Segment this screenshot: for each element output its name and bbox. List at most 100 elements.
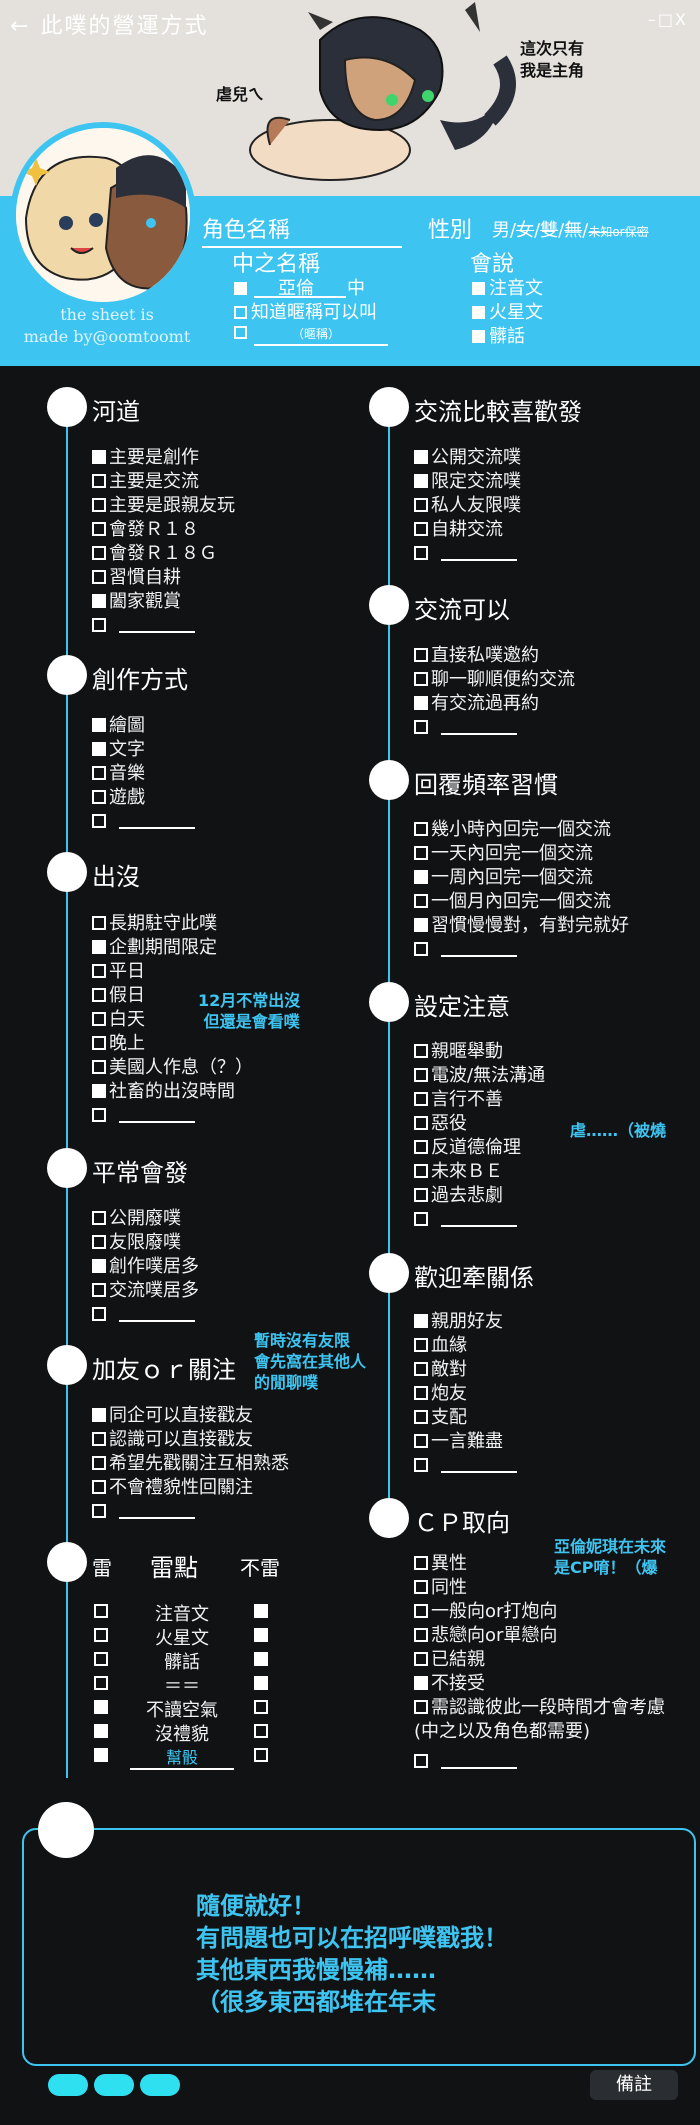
blank-option[interactable] [414,1454,517,1478]
checkbox[interactable] [92,1432,106,1446]
checkbox[interactable] [414,1068,428,1082]
checkbox[interactable] [92,1307,106,1321]
checkbox-option[interactable]: 直接私噗邀約 [414,644,539,668]
blank-line[interactable] [119,813,195,829]
checkbox[interactable] [414,1140,428,1154]
checkbox[interactable] [414,1338,428,1352]
cv-nickname-checkbox[interactable] [234,306,247,319]
checkbox-option[interactable]: 未來ＢＥ [414,1160,503,1184]
thunder-mine-checkbox[interactable] [94,1700,108,1714]
checkbox[interactable] [92,1408,106,1422]
checkbox[interactable] [92,450,106,464]
checkbox[interactable] [92,814,106,828]
checkbox[interactable] [92,498,106,512]
checkbox-option[interactable]: 習慣慢慢對，有對完就好 [414,914,629,938]
thunder-mine-checkbox[interactable] [94,1676,108,1690]
cv-nickname-row[interactable]: 知道暱稱可以叫 [234,298,377,324]
blank-line[interactable] [441,1753,517,1769]
speech-option[interactable]: 火星文 [472,298,543,324]
cv-name-row[interactable]: 亞倫中 [234,274,365,300]
thunder-ok-checkbox[interactable] [254,1700,268,1714]
blank-line[interactable] [441,719,517,735]
checkbox[interactable] [414,1410,428,1424]
checkbox-option[interactable]: 親暱舉動 [414,1040,503,1064]
checkbox-option[interactable]: 言行不善 [414,1088,503,1112]
cv-nickname-field-row[interactable]: （暱稱） [234,322,381,343]
thunder-ok-checkbox[interactable] [254,1604,268,1618]
checkbox[interactable] [414,1116,428,1130]
checkbox[interactable] [414,696,428,710]
checkbox-option[interactable]: 炮友 [414,1382,467,1406]
checkbox[interactable] [92,742,106,756]
checkbox[interactable] [414,1362,428,1376]
checkbox-option[interactable]: 私人友限噗 [414,494,521,518]
checkbox[interactable] [414,1556,428,1570]
blank-line[interactable] [441,545,517,561]
checkbox-option[interactable]: 主要是交流 [92,470,199,494]
cv-nickname-field-checkbox[interactable] [234,326,247,339]
checkbox[interactable] [92,790,106,804]
checkbox-option[interactable]: 需認識彼此一段時間才會考慮 [414,1696,665,1720]
checkbox-option[interactable]: 限定交流噗 [414,470,521,494]
checkbox-option[interactable]: 血緣 [414,1334,467,1358]
page-indicator[interactable] [48,2074,88,2096]
checkbox-option[interactable]: 主要是創作 [92,446,199,470]
checkbox[interactable] [414,918,428,932]
checkbox[interactable] [414,1700,428,1714]
checkbox[interactable] [414,1676,428,1690]
checkbox-option[interactable]: 長期駐守此噗 [92,912,217,936]
checkbox[interactable] [92,1108,106,1122]
checkbox[interactable] [414,522,428,536]
blank-line[interactable] [441,1457,517,1473]
checkbox-option[interactable]: 友限廢噗 [92,1231,181,1255]
blank-line[interactable] [119,1306,195,1322]
checkbox-option[interactable]: 電波/無法溝通 [414,1064,545,1088]
checkbox[interactable] [414,498,428,512]
checkbox-option[interactable]: 自耕交流 [414,518,503,542]
checkbox[interactable] [92,1036,106,1050]
checkbox[interactable] [414,1314,428,1328]
thunder-ok-checkbox[interactable] [254,1676,268,1690]
checkbox[interactable] [92,618,106,632]
checkbox-option[interactable]: 有交流過再約 [414,692,539,716]
checkbox[interactable] [414,1458,428,1472]
checkbox[interactable] [414,846,428,860]
cv-name-checkbox[interactable] [234,282,247,295]
checkbox-option[interactable]: 遊戲 [92,786,145,810]
blank-option[interactable] [414,1750,517,1774]
blank-option[interactable] [414,716,517,740]
checkbox-option[interactable]: 一周內回完一個交流 [414,866,593,890]
checkbox[interactable] [414,1652,428,1666]
speech-checkbox[interactable] [472,330,485,343]
blank-line[interactable] [441,941,517,957]
checkbox-option[interactable]: 交流噗居多 [92,1279,199,1303]
checkbox-option[interactable]: 晚上 [92,1032,145,1056]
checkbox-option[interactable]: 異性 [414,1552,467,1576]
checkbox-option[interactable]: 已結親 [414,1648,485,1672]
thunder-ok-checkbox[interactable] [254,1628,268,1642]
checkbox[interactable] [414,1044,428,1058]
checkbox[interactable] [414,894,428,908]
checkbox-option[interactable]: 幾小時內回完一個交流 [414,818,611,842]
thunder-mine-checkbox[interactable] [94,1604,108,1618]
checkbox-option[interactable]: 企劃期間限定 [92,936,217,960]
page-indicator[interactable] [94,2074,134,2096]
checkbox-option[interactable]: 聊一聊順便約交流 [414,668,575,692]
checkbox-option[interactable]: 同企可以直接戳友 [92,1404,253,1428]
checkbox[interactable] [92,916,106,930]
checkbox-option[interactable]: 會發Ｒ１８ [92,518,199,542]
checkbox[interactable] [92,766,106,780]
checkbox-option[interactable]: 會發Ｒ１８Ｇ [92,542,217,566]
checkbox-option[interactable]: 公開交流噗 [414,446,521,470]
speech-option[interactable]: 注音文 [472,274,543,300]
checkbox[interactable] [414,1754,428,1768]
thunder-mine-checkbox[interactable] [94,1748,108,1762]
checkbox-option[interactable]: 惡役 [414,1112,467,1136]
speech-checkbox[interactable] [472,306,485,319]
checkbox[interactable] [92,474,106,488]
checkbox-option[interactable]: 假日 [92,984,145,1008]
thunder-mine-checkbox[interactable] [94,1628,108,1642]
checkbox[interactable] [414,1386,428,1400]
checkbox[interactable] [414,1604,428,1618]
gender-options[interactable]: 男/女/雙/無/未知or保密 [492,220,649,241]
